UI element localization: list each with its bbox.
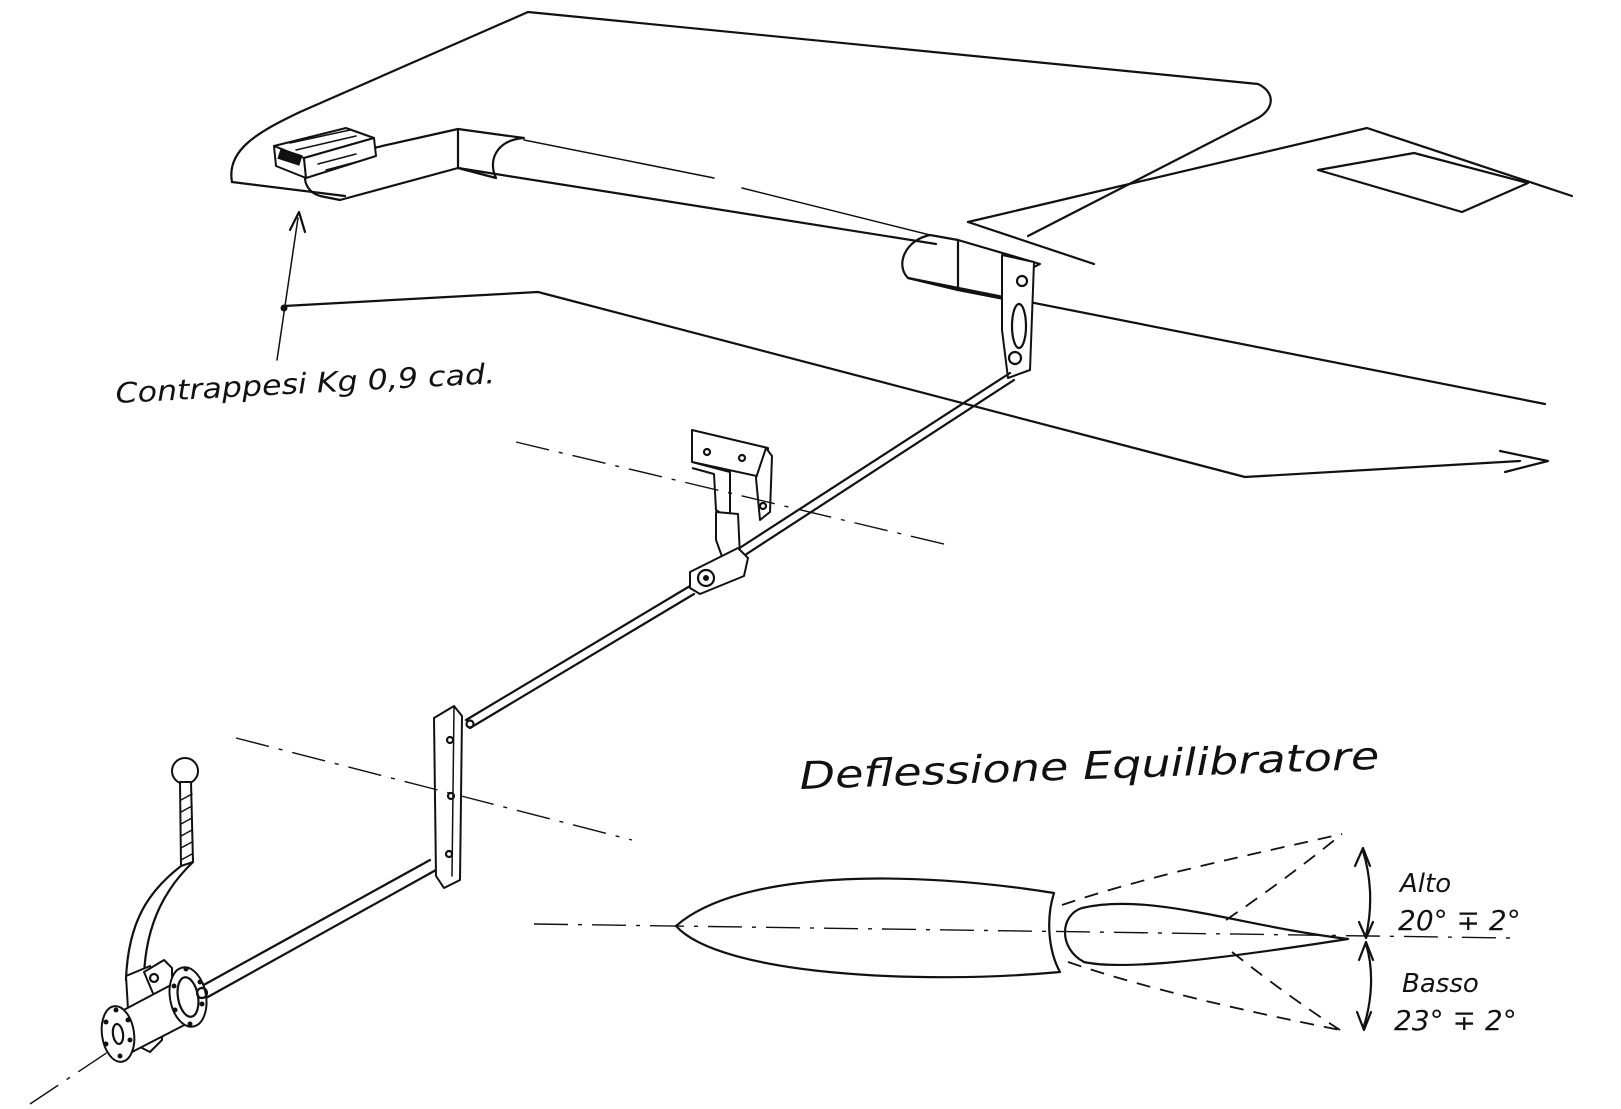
bellcrank-body xyxy=(689,547,749,595)
counterweight-stripes xyxy=(289,129,361,171)
axis-lines xyxy=(29,441,1511,1105)
bracket-bolt-2 xyxy=(737,453,747,463)
right-horn-cutout xyxy=(901,233,960,292)
up-angle-arrow-bottom xyxy=(1357,920,1375,940)
stick-knob xyxy=(171,757,199,785)
bellcrank-bracket xyxy=(689,429,773,595)
front-flange-hub xyxy=(111,1022,125,1046)
stick-shaft-a xyxy=(124,864,183,982)
elevator-section-neutral xyxy=(1063,902,1350,967)
down-value: 23° ∓ 2° xyxy=(1394,1004,1517,1037)
leader-arrowhead xyxy=(288,210,307,234)
stabilizer-assembly xyxy=(230,10,1574,479)
idler-bolt-3 xyxy=(444,849,454,859)
up-title: Alto xyxy=(1398,869,1451,899)
down-angle-arc xyxy=(1362,942,1373,1028)
elevator-horn-plate xyxy=(1001,254,1035,379)
lower-rod-a xyxy=(198,858,432,989)
trim-tab-edge xyxy=(966,220,1096,266)
rear-flange-bolts xyxy=(171,966,205,1027)
stabilizer-outline xyxy=(230,10,1272,238)
elevator-horn-slot xyxy=(1010,302,1028,350)
stick-rod-end xyxy=(195,986,209,1000)
front-flange-bolts xyxy=(103,1007,133,1059)
control-stick xyxy=(100,757,209,1063)
push-rods xyxy=(198,371,1016,1000)
idler-plate-edge xyxy=(451,705,455,877)
idler-axis xyxy=(235,737,633,841)
bracket-bolt-1 xyxy=(702,447,712,457)
down-angle-arrow-top xyxy=(1357,940,1375,962)
elevator-horn-pivot xyxy=(1007,350,1023,366)
left-horn-cutout xyxy=(456,127,526,180)
counterweight-box xyxy=(273,127,377,179)
counterweights-label: Contrappesi Kg 0,9 cad. xyxy=(115,357,496,410)
down-title: Basso xyxy=(1402,969,1479,999)
elevator-hinge-line xyxy=(456,166,938,246)
trim-tab-inner xyxy=(1316,151,1530,214)
middle-rod-b xyxy=(468,592,696,730)
elevator-hinge-line-center-2 xyxy=(741,187,931,236)
counterweight-label-mark xyxy=(277,148,303,166)
stick-shaft-b xyxy=(142,860,195,978)
lower-skin-arrow xyxy=(1498,449,1550,474)
leader-line xyxy=(276,217,299,361)
bellcrank-axis xyxy=(515,441,953,547)
trim-tab xyxy=(966,126,1574,224)
lower-rod-b xyxy=(204,868,438,1000)
stick-grip-hatch xyxy=(180,793,193,861)
bellcrank-pivot xyxy=(696,568,716,588)
bracket-bolt-3 xyxy=(758,501,768,511)
upper-rod-a xyxy=(736,371,1012,551)
upper-rod-b xyxy=(740,378,1016,559)
idler-rod-end xyxy=(465,719,475,729)
up-value: 20° ∓ 2° xyxy=(1398,904,1521,937)
elevator-down-lower xyxy=(1067,961,1341,1031)
elevator-hinge-line-center xyxy=(523,139,715,179)
idler-link xyxy=(433,705,475,889)
up-angle-arrow-top xyxy=(1353,846,1372,868)
elevator-deflection-title: Deflessione Equilibratore xyxy=(799,734,1380,798)
stabilizer-section xyxy=(674,877,1062,979)
stick-pivot-bolt xyxy=(148,972,160,984)
elevator-horn-bracket xyxy=(1001,254,1035,379)
elevator-lower-skin xyxy=(282,290,1522,479)
stick-axis xyxy=(29,1051,109,1105)
elevator-horn-bolt xyxy=(1015,274,1029,288)
elevator-up-lower xyxy=(1225,833,1343,921)
leader-dot xyxy=(280,304,288,312)
profile-chord-line xyxy=(533,923,1511,939)
down-angle-arrow-bottom xyxy=(1355,1010,1373,1032)
idler-bolt-1 xyxy=(445,735,455,745)
elevator-up-upper xyxy=(1061,833,1343,906)
stabilizer-lower-edge xyxy=(230,180,347,198)
counterweight-leader xyxy=(276,210,307,361)
middle-rod-a xyxy=(464,584,692,722)
up-angle-arc xyxy=(1361,849,1372,938)
deflection-profile xyxy=(674,833,1375,1032)
bellcrank-pivot-center xyxy=(703,575,709,581)
